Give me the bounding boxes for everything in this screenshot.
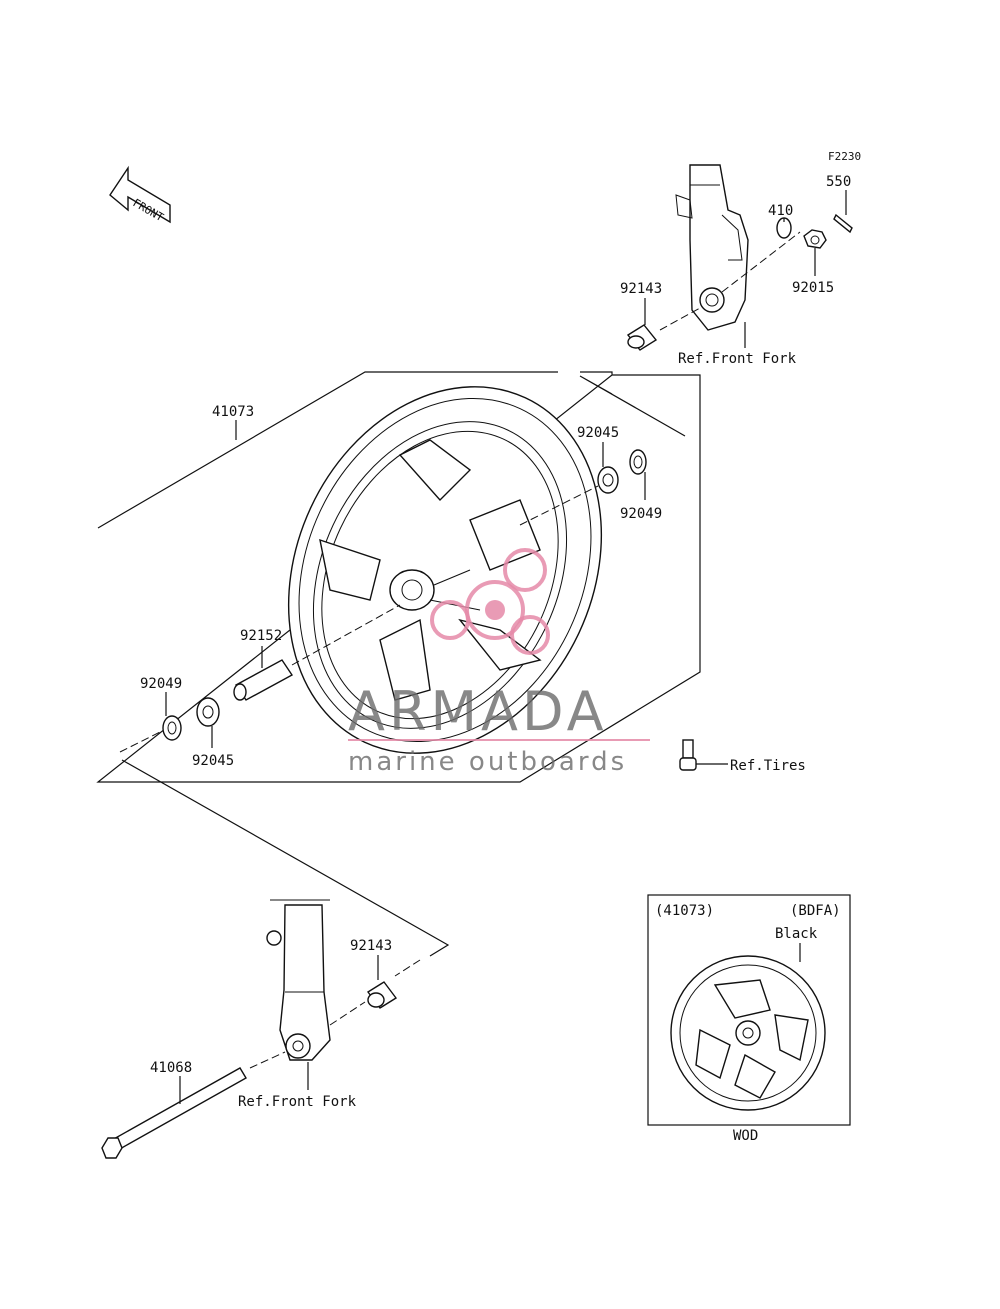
wheel-41073 (287, 386, 603, 754)
inset-part-no: (41073) (655, 903, 714, 919)
part-410: 410 (768, 203, 793, 219)
spacer-92152 (233, 659, 294, 701)
wheel-group-outline (96, 371, 701, 783)
watermark-tagline: marine outboards (348, 747, 627, 777)
collar-92143-bottom (366, 981, 398, 1009)
front-arrow-icon: FRONT (109, 165, 171, 224)
figure-code: F2230 (828, 150, 861, 163)
collar-92143-top (626, 324, 658, 351)
watermark: ARMADA marine outboards (348, 548, 650, 777)
part-92049-left: 92049 (140, 676, 182, 692)
cotter-pin-550 (833, 190, 853, 234)
part-92049-top: 92049 (620, 506, 662, 522)
watermark-name: ARMADA (348, 680, 608, 743)
inset-footer: WOD (733, 1128, 758, 1144)
part-41068: 41068 (150, 1060, 192, 1076)
seal-92049-top (629, 449, 647, 475)
front-fork-top (675, 164, 749, 348)
front-fork-bottom (266, 899, 331, 1061)
tire-valve-icon (679, 739, 697, 771)
part-92045-left: 92045 (192, 753, 234, 769)
nut-92015 (803, 229, 827, 249)
inset-code: (BDFA) (790, 903, 841, 919)
part-92015: 92015 (792, 280, 834, 296)
inset-color: Black (775, 926, 818, 942)
part-550: 550 (826, 174, 851, 190)
bearing-92045-left (196, 697, 220, 727)
seal-92049-left (162, 715, 182, 741)
part-92045-top: 92045 (577, 425, 619, 441)
part-92143-bottom: 92143 (350, 938, 392, 954)
part-92143-top: 92143 (620, 281, 662, 297)
part-41073: 41073 (212, 404, 254, 420)
variant-inset: (41073) (BDFA) Black WOD (647, 894, 851, 1144)
ref-front-fork-bottom: Ref.Front Fork (238, 1094, 357, 1110)
ref-front-fork-top: Ref.Front Fork (678, 351, 797, 367)
axle-line (121, 759, 450, 957)
bearing-92045-top (597, 466, 619, 494)
ref-tires: Ref.Tires (730, 758, 806, 774)
part-92152: 92152 (240, 628, 282, 644)
axle-41068 (101, 1067, 247, 1159)
